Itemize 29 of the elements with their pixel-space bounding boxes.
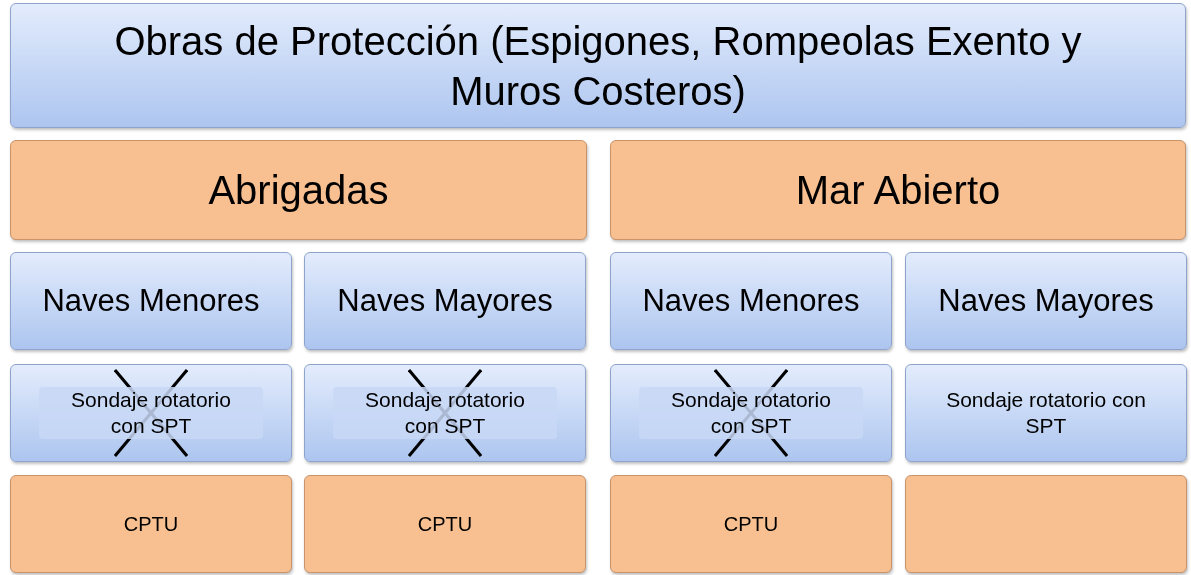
method-box — [610, 140, 1186, 240]
box-label: Sondaje rotatorio con SPT — [945, 386, 1147, 439]
box-label: Sondaje rotatorio con SPT — [333, 386, 557, 440]
category-box — [10, 364, 292, 462]
box-label: Mar Abierto — [795, 167, 1001, 214]
category-box — [10, 252, 292, 350]
category-box — [10, 3, 1186, 128]
box-label: Naves Mayores — [938, 281, 1154, 320]
method-box — [304, 475, 586, 573]
box-label: Abrigadas — [208, 167, 389, 214]
method-box — [610, 475, 892, 573]
box-label: CPTU — [723, 511, 779, 537]
box-label: Naves Mayores — [337, 281, 553, 320]
box-label: CPTU — [417, 511, 473, 537]
box-label: Obras de Protección (Espigones, Rompeolas Exento y Muros Costeros) — [113, 17, 1083, 115]
box-label: CPTU — [123, 511, 179, 537]
category-box — [905, 252, 1187, 350]
category-box — [304, 364, 586, 462]
box-label: Naves Menores — [642, 281, 860, 320]
category-box — [905, 364, 1187, 462]
box-label: Sondaje rotatorio con SPT — [39, 386, 263, 440]
box-label: Sondaje rotatorio con SPT — [639, 386, 863, 440]
category-box — [304, 252, 586, 350]
box-label: Naves Menores — [42, 281, 260, 320]
category-box — [610, 252, 892, 350]
method-box — [10, 475, 292, 573]
category-box — [610, 364, 892, 462]
empty-box — [905, 475, 1187, 573]
method-box — [10, 140, 587, 240]
